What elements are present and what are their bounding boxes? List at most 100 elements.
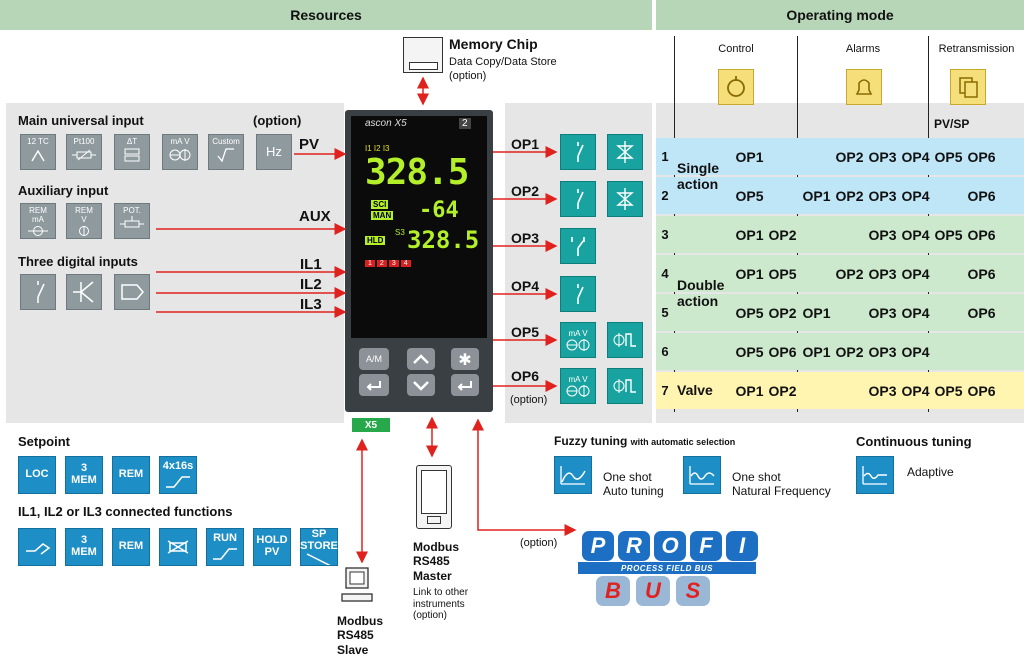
row-number: 6 [661,344,669,359]
current-voltage-icon [169,148,191,161]
table-cell: OP5 [735,304,764,321]
row-number: 3 [661,227,669,242]
memory-chip-title: Memory Chip [449,36,538,52]
up-button[interactable] [407,348,435,370]
am-button[interactable]: A/M [359,348,389,370]
table-cell: OP2 [835,148,864,165]
op3-changeover-tile [560,228,596,264]
profi-letter: P [582,531,614,561]
group-label-single: Single action [677,159,720,192]
delta-t-icon [124,148,140,162]
col-control: Control [718,43,754,55]
thermocouple-icon [31,149,45,162]
adaptive-tile [856,456,894,494]
custom-input-tile: Custom [208,134,244,170]
op1-relay-tile [560,134,596,170]
profi-letter: R [618,531,650,561]
table-cell: OP1 [735,265,764,282]
tile-label: STORE [300,539,338,552]
op6-option: (option) [510,394,548,406]
row-number: 4 [661,266,669,281]
resources-header: Resources [0,0,652,30]
bus-letter: U [636,576,670,606]
ramp-program-icon [166,476,190,488]
table-cell: OP6 [768,343,797,360]
device-brand: ascon X5 [365,118,407,129]
aux-display: 328.5 [407,226,480,254]
ma-v-input-tile: mA V [162,134,198,170]
out-led: 3 [388,260,399,267]
transistor-icon [73,281,94,303]
op6-label: OP6 [511,368,540,384]
table-cell: OP5 [934,226,963,243]
star-button[interactable]: ✱ [451,348,479,370]
switch-contact-icon [37,281,45,303]
down-button[interactable] [407,374,435,396]
natural-frequency-icon [689,466,715,485]
ssr-pulse-icon [613,333,636,347]
op3-label: OP3 [511,230,540,246]
table-cell: OP4 [901,304,930,321]
frequency-icon: Hz [266,143,282,159]
row-number: 2 [661,188,669,203]
analog-output-icon [566,384,590,397]
natural-frequency-tile [683,456,721,494]
op5-label: OP5 [511,324,540,340]
switch-contact-tile [20,274,56,310]
operating-mode-header: Operating mode [656,0,1024,30]
memory-chip-line1: Data Copy/Data Store [449,56,557,68]
main-input-option: (option) [253,113,302,128]
il2-label: IL2 [300,276,322,293]
function-tile: RUN [206,528,244,566]
table-cell: OP1 [802,304,831,321]
run-ramp-icon [213,548,237,560]
tc-label: 12 TC [27,137,49,146]
profi-letter: F [690,531,722,561]
delta-t-label: ΔT [126,137,138,146]
tile-label: 3 [80,534,88,547]
memory-chip-line2: (option) [449,70,487,82]
group-label-valve: Valve [677,382,713,399]
bus-letter: S [676,576,710,606]
back-button[interactable] [359,374,389,396]
one-shot-nat-2: Natural Frequency [732,484,831,498]
return-left-icon [366,381,381,391]
table-row [656,372,1024,409]
tile-label: REM [118,468,144,481]
row-number: 5 [661,305,669,320]
function-tile [159,528,197,566]
delta-t-input-tile: ΔT [114,134,150,170]
enter-button[interactable] [451,374,479,396]
table-cell: OP6 [967,382,996,399]
table-cell: OP1 [735,226,764,243]
table-cell: OP5 [768,265,797,282]
table-row [656,216,1024,253]
table-cell: OP2 [768,226,797,243]
op4-label: OP4 [511,278,540,294]
il-functions-title: IL1, IL2 or IL3 connected functions [18,504,233,519]
star-icon: ✱ [458,350,471,369]
table-cell: OP1 [735,382,764,399]
profibus-option: (option) [520,537,558,549]
continuous-title: Continuous tuning [856,434,972,449]
tile-label: MEM [71,474,97,486]
table-cell: OP1 [802,187,831,204]
aux-label: AUX [299,208,331,225]
s3-indicator: S3 [395,228,405,237]
table-cell: OP3 [868,265,897,282]
one-shot-auto-2: Auto tuning [603,484,664,498]
function-tile: 4x16s [159,456,197,494]
table-row [656,294,1024,331]
table-cell: OP3 [868,148,897,165]
table-cell: OP5 [934,148,963,165]
proximity-sensor-tile [114,274,150,310]
relay-icon [577,142,584,162]
one-shot-auto-1: One shot [603,470,652,484]
table-cell: OP4 [901,148,930,165]
table-cell: OP4 [901,226,930,243]
controller-device: ascon X5 2 I1 I2 I3 328.5 SCI MAN -64 HL… [345,110,493,412]
ma-v-label: mA V [170,137,190,146]
